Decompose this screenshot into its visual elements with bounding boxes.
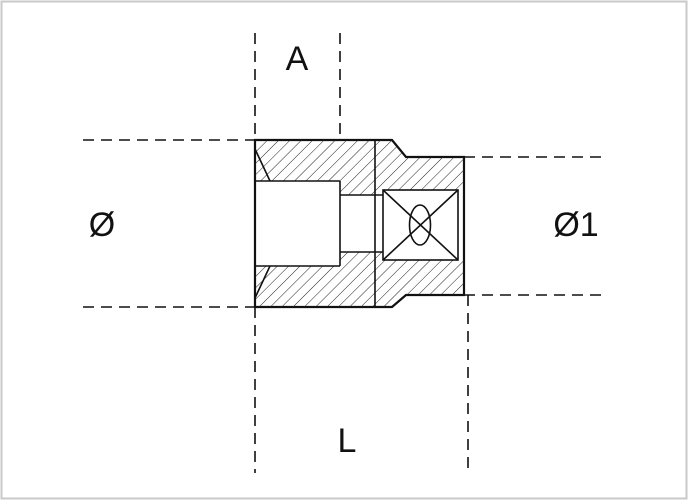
hatch-top [255,140,464,195]
dimension-label-l: L [338,422,357,460]
socket-body [253,138,466,309]
square-drive-diagonal-2 [382,189,459,261]
dimension-label-dia1: Ø1 [553,206,598,244]
dimension-lines [83,33,607,473]
hex-cavity [254,140,383,307]
drive-hole-ellipse [408,204,432,246]
square-drive [382,189,459,261]
square-drive-outline [382,189,459,261]
entry-chamfer-top [254,148,271,182]
dimension-label-dia: Ø [89,206,115,244]
entry-chamfer-bottom [254,265,271,299]
dimension-label-a: A [286,40,309,78]
dimension-labels: A Ø Ø1 L [89,40,599,460]
hatching [255,140,464,307]
hatch-bottom [255,252,464,307]
